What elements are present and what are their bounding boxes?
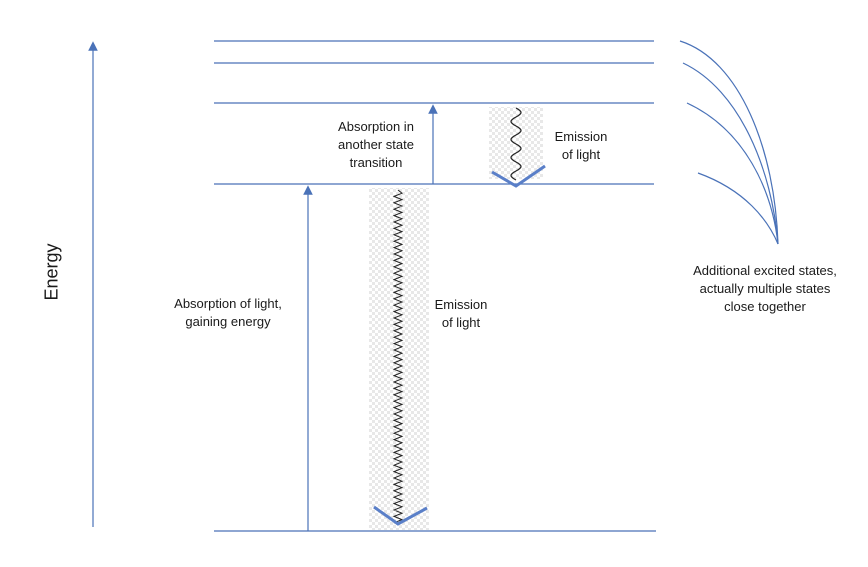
emission-large-label: Emission of light: [434, 297, 488, 330]
emission-band-large: [369, 188, 429, 530]
excited-states-label: Additional excited states, actually mult…: [693, 263, 837, 314]
emission-wave-large: [392, 189, 404, 524]
emission-wave-small: [510, 107, 522, 181]
emission-band-small: [489, 107, 543, 179]
bracket-curve-1: [679, 40, 779, 245]
absorption-main-label: Absorption of light, gaining energy: [174, 296, 282, 329]
energy-axis-label: Energy: [41, 243, 62, 301]
bracket-curve-2: [682, 62, 779, 245]
photon-arrowhead-small: [491, 164, 546, 188]
absorption-other-label: Absorption in another state transition: [338, 119, 414, 170]
bracket-curve-3: [686, 102, 779, 245]
bracket-curve-4: [697, 172, 779, 245]
emission-small-label: Emission of light: [554, 129, 608, 162]
photon-arrowhead-large: [373, 505, 428, 526]
